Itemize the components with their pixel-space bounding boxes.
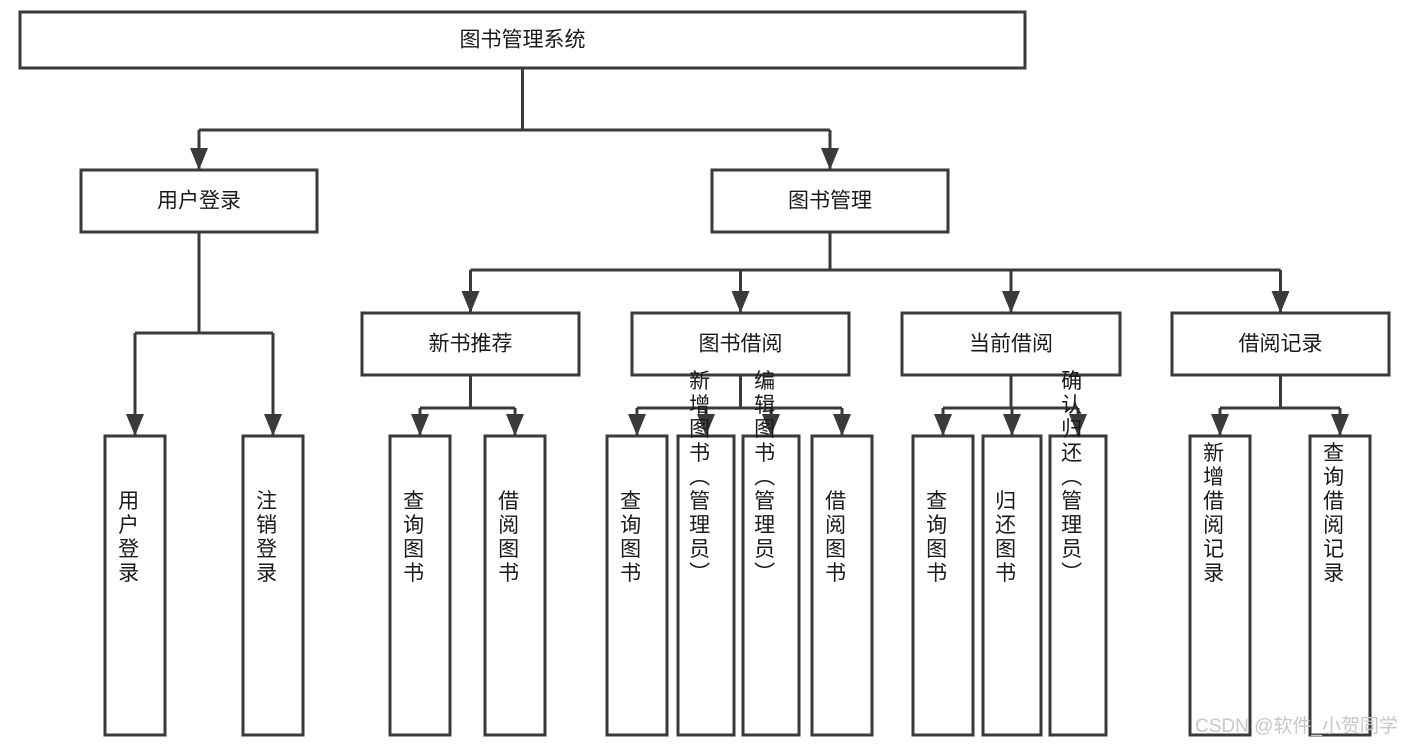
node-new-book-recommend: 新书推荐 [360,311,581,377]
node-current-borrow: 当前借阅 [900,311,1122,377]
arrow-head-leaf-return-book [1003,414,1021,436]
arrow-head-user-login [190,148,208,170]
arrow-head-leaf-borrow-book [833,414,851,436]
node-box-leaf-borrow-book [810,434,874,737]
node-leaf-query-book-borrow: 查询图书 [605,434,669,737]
arrow-head-book-manage [821,148,839,170]
node-leaf-add-book-admin: 新增图书（管理员） [676,370,736,737]
node-box-leaf-query-book-current [911,434,975,737]
node-box-leaf-return-book [981,434,1043,737]
node-box-root [18,10,1027,70]
arrow-head-leaf-query-book-recommend [411,414,429,436]
node-box-borrow-record [1170,311,1391,377]
node-box-leaf-query-book-borrow [605,434,669,737]
arrow-head-leaf-query-borrow-record [1331,414,1349,436]
node-box-leaf-user-login [103,434,167,737]
node-leaf-query-book-current: 查询图书 [911,434,975,737]
node-book-borrow: 图书借阅 [630,311,851,377]
node-leaf-user-login: 用户登录 [103,434,167,737]
arrow-head-leaf-user-login [126,414,144,436]
node-label-current-borrow: 当前借阅 [969,333,1053,356]
node-box-book-manage [710,168,950,234]
node-label-leaf-return-book: 归还图书 [993,490,1017,586]
node-box-leaf-query-book-recommend [388,434,452,737]
csdn-watermark: CSDN @软件_小贺同学 [1195,715,1398,737]
node-leaf-confirm-return-admin: 确认归还（管理员） [1048,370,1108,737]
arrow-head-book-borrow [731,291,750,313]
node-label-borrow-record: 借阅记录 [1239,333,1323,356]
node-box-current-borrow [900,311,1122,377]
node-leaf-edit-book-admin: 编辑图书（管理员） [741,370,801,737]
arrow-head-leaf-borrow-book-recommend [506,414,524,436]
node-label-leaf-borrow-book: 借阅图书 [823,490,847,586]
node-label-leaf-add-book-admin: 新增图书（管理员） [687,370,711,586]
node-leaf-query-book-recommend: 查询图书 [388,434,452,737]
node-box-leaf-add-book-admin [676,434,736,737]
node-borrow-record: 借阅记录 [1170,311,1391,377]
node-root: 图书管理系统 [18,10,1027,70]
node-leaf-logout: 注销登录 [241,434,305,737]
arrow-head-leaf-query-book-current [934,414,952,436]
node-label-leaf-logout: 注销登录 [254,490,278,586]
node-label-leaf-user-login: 用户登录 [116,490,140,586]
node-box-leaf-logout [241,434,305,737]
node-leaf-borrow-book: 借阅图书 [810,434,874,737]
node-leaf-query-borrow-record: 查询借阅记录 [1308,434,1372,737]
node-box-leaf-add-borrow-record [1188,434,1252,737]
node-leaf-return-book: 归还图书 [981,434,1043,737]
arrow-head-leaf-query-book-borrow [628,414,646,436]
arrow-head-new-book-recommend [461,291,480,313]
node-leaf-add-borrow-record: 新增借阅记录 [1188,434,1252,737]
connectors-layer [126,68,1349,436]
arrow-head-leaf-add-borrow-record [1211,414,1229,436]
node-box-new-book-recommend [360,311,581,377]
node-box-leaf-borrow-book-recommend [483,434,547,737]
node-box-leaf-confirm-return-admin [1048,434,1108,737]
node-label-leaf-query-book-recommend: 查询图书 [401,490,425,586]
nodes-layer: 图书管理系统用户登录图书管理新书推荐图书借阅当前借阅借阅记录用户登录注销登录查询… [18,10,1391,737]
node-label-book-manage: 图书管理 [788,190,872,213]
arrow-head-leaf-add-book-admin [697,414,715,436]
node-label-leaf-query-book-current: 查询图书 [924,490,948,586]
node-label-leaf-query-book-borrow: 查询图书 [618,490,642,586]
node-label-leaf-edit-book-admin: 编辑图书（管理员） [752,370,776,586]
arrow-head-leaf-edit-book-admin [762,414,780,436]
arrow-head-leaf-confirm-return-admin [1069,414,1087,436]
node-user-login: 用户登录 [79,168,319,234]
node-label-book-borrow: 图书借阅 [699,333,783,356]
node-leaf-borrow-book-recommend: 借阅图书 [483,434,547,737]
arrow-head-leaf-logout [264,414,282,436]
arrow-head-current-borrow [1002,291,1020,313]
node-box-user-login [79,168,319,234]
node-box-leaf-query-borrow-record [1308,434,1372,737]
node-label-new-book-recommend: 新书推荐 [429,333,513,356]
node-label-user-login: 用户登录 [157,190,241,213]
node-box-leaf-edit-book-admin [741,434,801,737]
node-label-leaf-confirm-return-admin: 确认归还（管理员） [1059,370,1083,586]
node-label-root: 图书管理系统 [460,29,586,52]
arrow-head-borrow-record [1271,291,1290,313]
node-label-leaf-add-borrow-record: 新增借阅记录 [1201,442,1225,586]
node-box-book-borrow [630,311,851,377]
node-label-leaf-borrow-book-recommend: 借阅图书 [496,490,520,586]
node-book-manage: 图书管理 [710,168,950,234]
node-label-leaf-query-borrow-record: 查询借阅记录 [1321,442,1345,586]
